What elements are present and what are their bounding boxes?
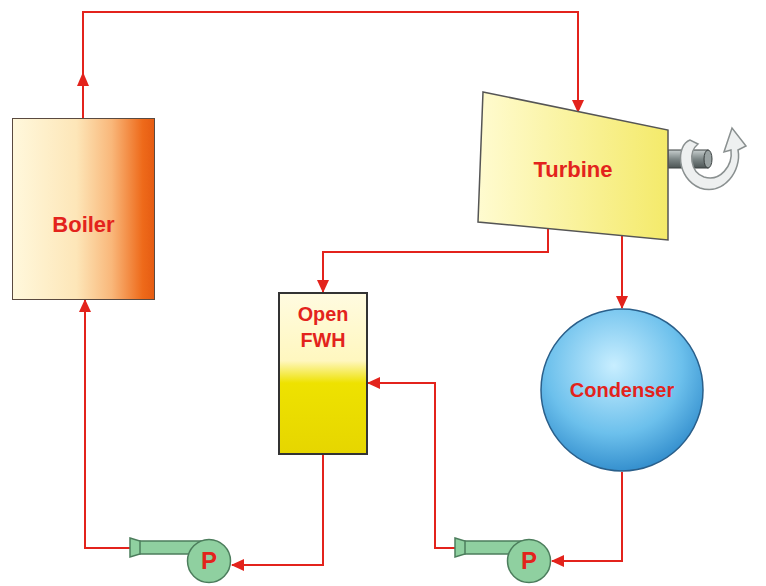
text-holder: P [187, 538, 231, 584]
text-holder: Turbine [478, 92, 668, 240]
node-label: Open FWH [280, 302, 366, 353]
boiler-box: Boiler [12, 118, 155, 300]
flow-line [368, 383, 455, 548]
node-label: P [201, 545, 217, 576]
feedwater-heater-box: Open FWH [278, 292, 368, 455]
pump-shape [455, 538, 552, 584]
flow-line [232, 455, 323, 565]
turbine-shape: Turbine [478, 92, 668, 240]
text-holder: Open FWH [280, 294, 366, 453]
text-holder: Boiler [13, 119, 154, 299]
node-label: Condenser [570, 377, 674, 403]
text-holder: Condenser [540, 308, 704, 472]
node-label: Turbine [533, 156, 612, 185]
flow-line [552, 472, 622, 561]
flow-line [323, 229, 548, 292]
node-label: P [521, 545, 537, 576]
pump-symbol: P [130, 538, 232, 584]
node-label: Boiler [52, 211, 114, 240]
rotation-arrow [681, 128, 746, 189]
pump-symbol: P [455, 538, 552, 584]
flow-line [621, 236, 623, 308]
text-holder: P [507, 538, 551, 584]
condenser-circle: Condenser [540, 308, 704, 472]
flow-line [85, 300, 130, 548]
